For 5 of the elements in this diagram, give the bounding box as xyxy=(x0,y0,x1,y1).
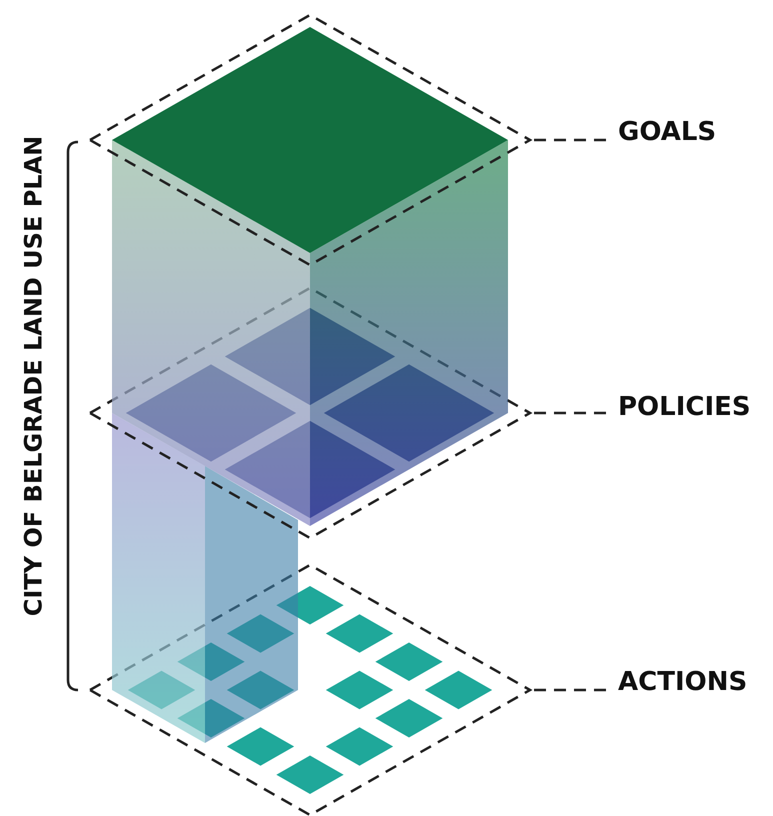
solid-layer-plate xyxy=(87,14,533,266)
layer-label: ACTIONS xyxy=(618,667,748,697)
layer-label: GOALS xyxy=(618,117,716,147)
layer-label: POLICIES xyxy=(618,392,751,422)
vertical-title: CITY OF BELGRADE LAND USE PLAN xyxy=(18,136,47,616)
